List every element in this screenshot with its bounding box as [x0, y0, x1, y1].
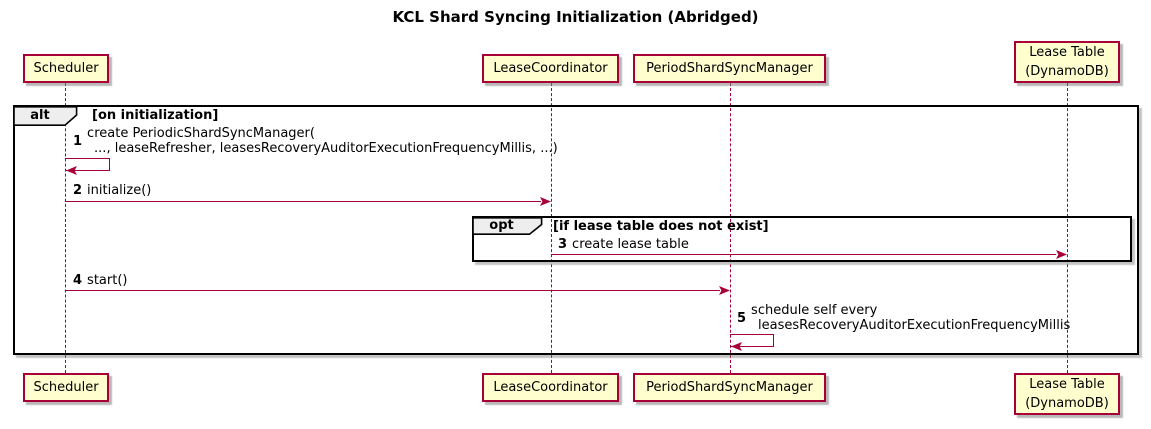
participant-label: PeriodShardSyncManager [646, 379, 813, 395]
message-5-text: schedule self every leasesRecoveryAudito… [751, 303, 1071, 333]
message-2-arrow-line [65, 201, 541, 202]
message-4-text: start() [87, 273, 128, 288]
opt-operator-label: opt [489, 218, 514, 233]
message-3-arrowhead [1056, 250, 1067, 259]
participant-label: (DynamoDB) [1025, 396, 1109, 411]
lifeline-periodshardsyncmanager [730, 83, 731, 373]
message-4-arrowhead [719, 286, 730, 295]
participant-leasecoordinator-bottom: LeaseCoordinator [482, 373, 619, 402]
lifeline-leasetable [1067, 83, 1068, 373]
message-2-number: 2 [73, 183, 83, 198]
diagram-title: KCL Shard Syncing Initialization (Abridg… [392, 8, 759, 26]
lifeline-scheduler [65, 83, 66, 373]
message-1-self-arrow [65, 158, 110, 171]
alt-guard: [on initialization] [92, 108, 219, 123]
message-4-arrow-line [65, 290, 720, 291]
participant-periodshardsyncmanager-top: PeriodShardSyncManager [633, 54, 826, 83]
participant-leasetable-bottom: Lease Table (DynamoDB) [1014, 373, 1120, 415]
participant-label: Scheduler [33, 379, 99, 395]
alt-frame [13, 105, 1139, 355]
message-5-self-arrow [730, 334, 774, 347]
message-5-number: 5 [737, 310, 747, 326]
message-1-arrowhead [66, 166, 77, 175]
message-3-text: create lease table [572, 237, 689, 252]
opt-operator-pentagon-shape [472, 217, 543, 235]
message-1-number: 1 [73, 133, 83, 149]
opt-frame [472, 216, 1132, 262]
message-5-arrowhead [731, 342, 742, 351]
participant-label: LeaseCoordinator [493, 60, 608, 76]
alt-operator-pentagon-shape [13, 106, 78, 126]
message-3-arrow-line [551, 254, 1056, 255]
message-3-number: 3 [558, 237, 568, 252]
message-4-number: 4 [73, 273, 83, 288]
opt-guard: [if lease table does not exist] [553, 219, 769, 234]
participant-periodshardsyncmanager-bottom: PeriodShardSyncManager [633, 373, 826, 402]
alt-operator-tab: alt [13, 106, 78, 126]
lifeline-leasecoordinator [551, 83, 552, 373]
message-1-text: create PeriodicShardSyncManager( ..., le… [87, 126, 558, 156]
participant-scheduler-top: Scheduler [23, 54, 109, 83]
message-1-label: 1 create PeriodicShardSyncManager( ..., … [73, 126, 558, 156]
message-2-arrowhead [540, 197, 551, 206]
participant-leasetable-top: Lease Table (DynamoDB) [1014, 41, 1120, 83]
participant-label: (DynamoDB) [1025, 64, 1109, 79]
message-3-label: 3 create lease table [558, 237, 689, 252]
participant-scheduler-bottom: Scheduler [23, 373, 109, 402]
opt-operator-tab: opt [472, 217, 543, 235]
message-5-label: 5 schedule self every leasesRecoveryAudi… [737, 303, 1070, 333]
participant-leasecoordinator-top: LeaseCoordinator [482, 54, 619, 83]
alt-operator-label: alt [30, 108, 50, 123]
message-2-label: 2 initialize() [73, 183, 151, 198]
message-4-label: 4 start() [73, 273, 127, 288]
participant-label: Lease Table [1029, 44, 1105, 60]
participant-label: PeriodShardSyncManager [646, 60, 813, 76]
participant-label: Scheduler [33, 60, 99, 76]
message-2-text: initialize() [87, 183, 152, 198]
participant-label: Lease Table [1029, 376, 1105, 392]
participant-label: LeaseCoordinator [493, 379, 608, 395]
